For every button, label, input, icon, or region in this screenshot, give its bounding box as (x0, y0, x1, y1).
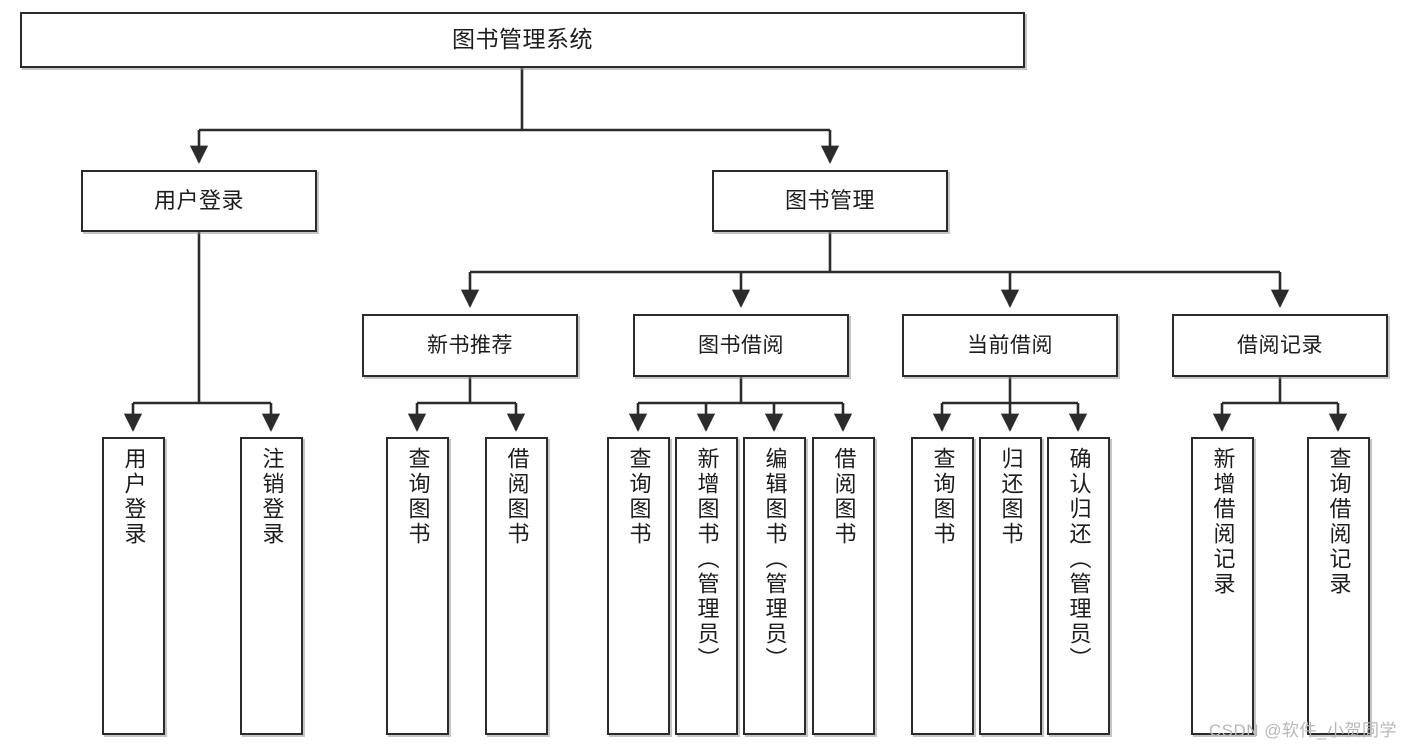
node-leaf-borrow-book-1-label: 借阅图书 (504, 447, 530, 547)
node-leaf-edit-book[interactable]: 编辑图书（管理员） (743, 437, 806, 735)
node-book-manage[interactable]: 图书管理 (712, 170, 948, 232)
node-leaf-query-record[interactable]: 查询借阅记录 (1307, 437, 1370, 735)
node-leaf-edit-book-label: 编辑图书（管理员） (762, 447, 788, 672)
node-book-borrow[interactable]: 图书借阅 (633, 314, 849, 377)
node-leaf-add-book[interactable]: 新增图书（管理员） (675, 437, 738, 735)
node-borrow-record-label: 借阅记录 (1237, 333, 1323, 357)
node-user-login[interactable]: 用户登录 (81, 170, 317, 232)
node-new-book-rec-label: 新书推荐 (427, 333, 513, 357)
node-book-borrow-label: 图书借阅 (698, 333, 784, 357)
node-leaf-user-login-label: 用户登录 (121, 447, 147, 547)
node-leaf-return-book-label: 归还图书 (998, 447, 1024, 547)
node-leaf-borrow-book-2-label: 借阅图书 (831, 447, 857, 547)
node-leaf-query-record-label: 查询借阅记录 (1326, 447, 1352, 597)
node-leaf-query-book-3[interactable]: 查询图书 (911, 437, 974, 735)
node-leaf-query-book-1[interactable]: 查询图书 (386, 437, 449, 735)
watermark: CSDN @软件_小贺同学 (1208, 721, 1397, 740)
node-current-borrow[interactable]: 当前借阅 (902, 314, 1118, 377)
node-leaf-borrow-book-1[interactable]: 借阅图书 (485, 437, 548, 735)
node-leaf-add-record-label: 新增借阅记录 (1210, 447, 1236, 597)
node-leaf-logout-login-label: 注销登录 (259, 447, 285, 547)
node-new-book-rec[interactable]: 新书推荐 (362, 314, 578, 377)
node-leaf-query-book-1-label: 查询图书 (405, 447, 431, 547)
node-leaf-borrow-book-2[interactable]: 借阅图书 (812, 437, 875, 735)
node-current-borrow-label: 当前借阅 (967, 333, 1053, 357)
node-leaf-confirm-return[interactable]: 确认归还（管理员） (1047, 437, 1110, 735)
node-leaf-add-record[interactable]: 新增借阅记录 (1191, 437, 1254, 735)
node-leaf-confirm-return-label: 确认归还（管理员） (1066, 447, 1092, 672)
node-user-login-label: 用户登录 (153, 187, 244, 213)
node-root[interactable]: 图书管理系统 (20, 12, 1025, 68)
node-leaf-logout-login[interactable]: 注销登录 (240, 437, 303, 735)
node-leaf-user-login[interactable]: 用户登录 (102, 437, 165, 735)
node-borrow-record[interactable]: 借阅记录 (1172, 314, 1388, 377)
node-leaf-query-book-3-label: 查询图书 (930, 447, 956, 547)
node-leaf-add-book-label: 新增图书（管理员） (694, 447, 720, 672)
node-leaf-query-book-2[interactable]: 查询图书 (607, 437, 670, 735)
node-root-label: 图书管理系统 (452, 26, 593, 53)
node-leaf-query-book-2-label: 查询图书 (626, 447, 652, 547)
node-book-manage-label: 图书管理 (784, 187, 875, 213)
node-leaf-return-book[interactable]: 归还图书 (979, 437, 1042, 735)
